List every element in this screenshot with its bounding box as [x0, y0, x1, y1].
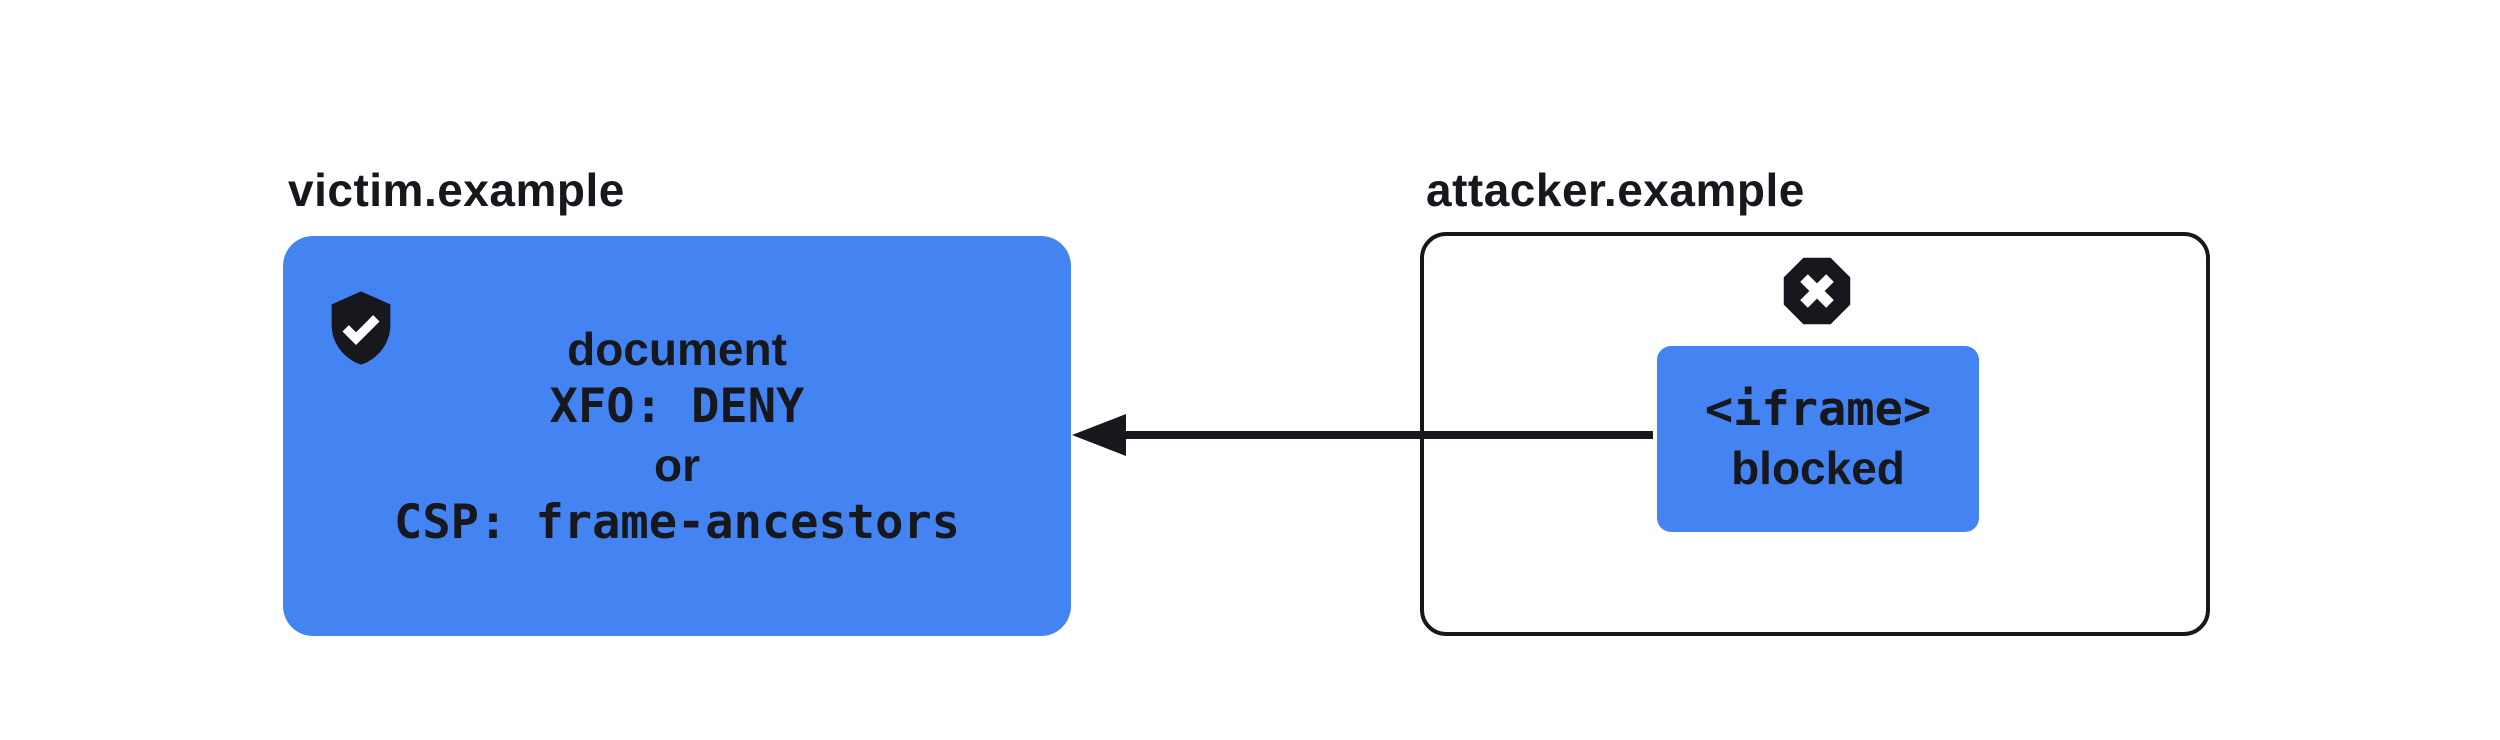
arrow-shaft — [1096, 431, 1653, 439]
attacker-site-title: attacker.example — [1426, 164, 1805, 216]
victim-line-or: or — [654, 439, 700, 491]
iframe-line-tag: <iframe> — [1704, 382, 1932, 437]
victim-line-xfo-deny: XFO: DENY — [549, 379, 805, 434]
victim-site-title: victim.example — [288, 164, 625, 216]
victim-line-csp-frame-ancestors: CSP: frame-ancestors — [394, 495, 960, 550]
blocked-x-octagon-icon — [1783, 257, 1851, 325]
victim-line-document: document — [567, 323, 787, 375]
victim-document-box: document XFO: DENY or CSP: frame-ancesto… — [283, 236, 1071, 636]
shield-check-icon — [331, 291, 391, 365]
blocked-iframe-box: <iframe> blocked — [1657, 346, 1979, 532]
victim-box-text: document XFO: DENY or CSP: frame-ancesto… — [283, 320, 1071, 552]
iframe-line-blocked: blocked — [1731, 442, 1905, 494]
iframe-box-text: <iframe> blocked — [1657, 381, 1979, 497]
arrow-head-left-icon — [1072, 414, 1126, 456]
